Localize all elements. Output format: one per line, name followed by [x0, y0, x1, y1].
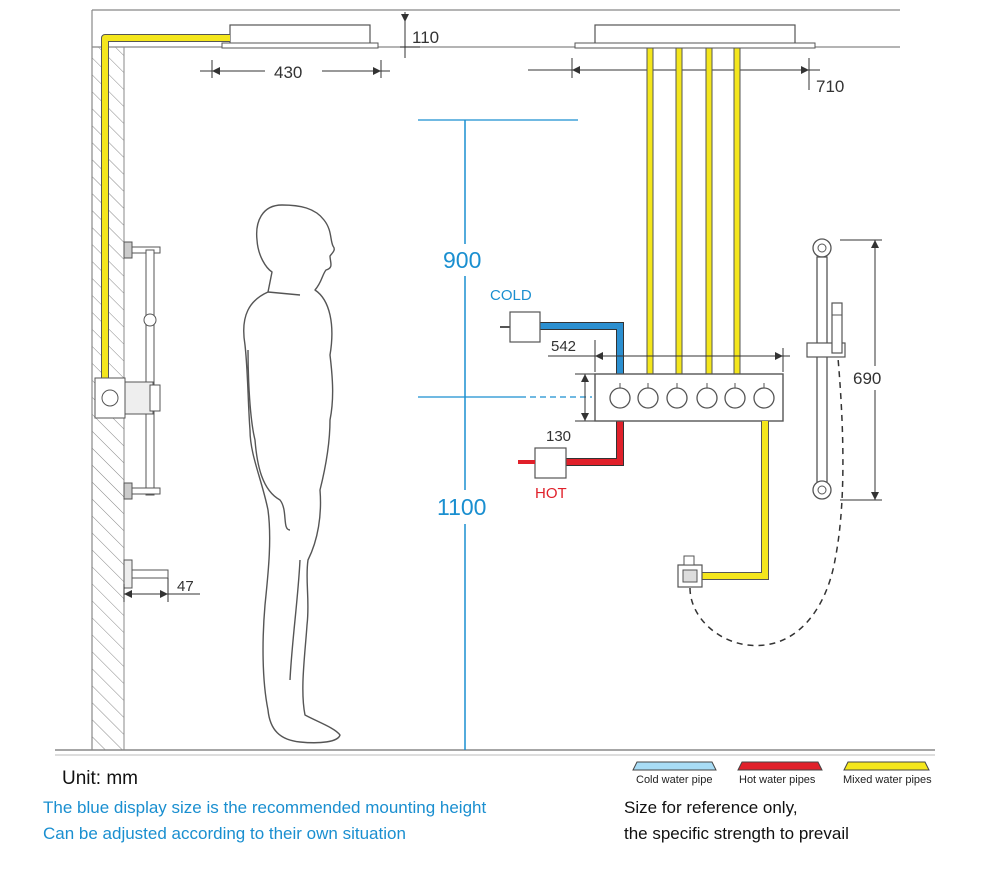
- dimension-430: 430: [200, 60, 390, 82]
- outlet-mixed-water-pipe: [677, 421, 769, 588]
- dimension-110: 110: [400, 12, 439, 58]
- shower-hose: [689, 357, 844, 647]
- dimension-542: 542: [548, 338, 790, 372]
- dimension-710: 710: [528, 58, 844, 96]
- ceiling-mixed-water-pipes: [646, 47, 741, 375]
- cold-label: COLD: [490, 287, 532, 304]
- dim-47-label: 47: [177, 578, 194, 595]
- mounting-height-dimensions: 900 1100: [418, 119, 592, 750]
- hot-water-pipe: HOT: [518, 421, 624, 502]
- legend-label-cold: Cold water pipe: [636, 774, 712, 786]
- left-rain-shower: [221, 24, 379, 49]
- right-rain-shower: [574, 24, 816, 49]
- dimension-690: 690: [840, 239, 898, 501]
- cold-water-pipe: COLD: [490, 287, 624, 374]
- reference-note-line2: the specific strength to prevail: [624, 824, 849, 843]
- slide-bar: [806, 238, 846, 500]
- dim-710-label: 710: [816, 77, 844, 96]
- reference-note-line1: Size for reference only,: [624, 798, 798, 817]
- adjustable-note: Can be adjusted according to their own s…: [43, 824, 406, 843]
- dim-690-label: 690: [853, 369, 881, 388]
- side-view-shower-set: [94, 241, 169, 589]
- room-structure: [55, 9, 935, 756]
- dim-430-label: 430: [274, 63, 302, 82]
- hot-inlet-box: [534, 447, 567, 479]
- left-mixed-water-pipe: [101, 34, 230, 380]
- dim-1100-label: 1100: [437, 494, 486, 520]
- dim-542-label: 542: [551, 338, 576, 355]
- valve-control-panel: [594, 373, 784, 422]
- legend-label-mixed: Mixed water pipes: [843, 774, 932, 786]
- legend-item-hot: Hot water pipes: [737, 761, 823, 786]
- dim-110-label: 110: [412, 28, 439, 47]
- dimension-47: 47: [123, 578, 200, 602]
- dim-130-label: 130: [546, 428, 571, 445]
- dim-900-label: 900: [443, 247, 481, 273]
- legend-label-hot: Hot water pipes: [739, 774, 816, 786]
- hot-label: HOT: [535, 485, 567, 502]
- legend-item-cold: Cold water pipe: [632, 761, 717, 786]
- cold-inlet-box: [509, 311, 541, 343]
- human-figure: [243, 204, 341, 744]
- unit-note: Unit: mm: [62, 768, 138, 789]
- legend-item-mixed: Mixed water pipes: [843, 761, 932, 786]
- blue-size-note: The blue display size is the recommended…: [43, 798, 487, 817]
- pipe-legend: Cold water pipe Hot water pipes Mixed wa…: [632, 761, 932, 786]
- dimension-130: 130: [546, 373, 595, 445]
